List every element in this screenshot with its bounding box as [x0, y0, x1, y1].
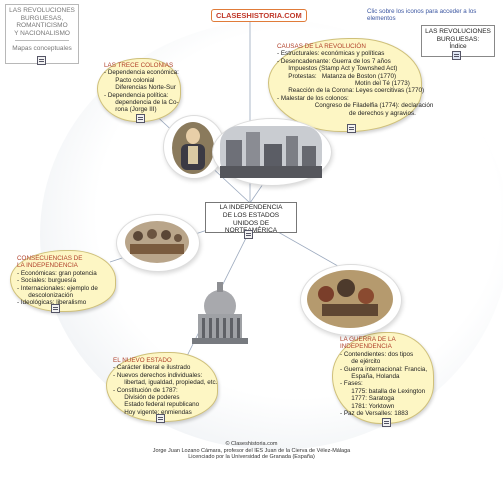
note-line: 1775: batalla de Lexington — [346, 387, 426, 395]
title-line: Y NACIONALISMO — [14, 29, 70, 37]
footer-line: Licenciado por la Universidad de Granada… — [188, 454, 315, 461]
note-line: Hoy vigente: enmiendas — [119, 408, 192, 416]
document-icon[interactable] — [156, 414, 165, 423]
note-line: Motín del Té (1773) — [327, 80, 410, 88]
note-title: LAS TRECE COLONIAS — [104, 62, 174, 69]
note-line: - Malestar de los colonos: — [277, 94, 349, 102]
note-title: LA GUERRA DE LA — [340, 336, 396, 343]
note-line: libertad, igualdad, propiedad, etc. — [119, 379, 218, 387]
note-line: Pacto colonial — [110, 76, 155, 84]
note-line: - Paz de Versalles: 1883 — [340, 410, 409, 418]
note-line: División de poderes — [119, 394, 180, 402]
title-line: ROMANTICISMO — [16, 22, 68, 30]
site-logo[interactable]: CLASESHISTORIA.COM — [211, 9, 307, 22]
note-line: - Sociales: burguesía — [17, 277, 77, 285]
note-line: Congreso de Filadelfia (1774): declaraci… — [299, 102, 434, 110]
note-line: Impuestos (Stamp Act y Townshed Act) — [283, 65, 398, 73]
cloud-guerra — [332, 332, 434, 424]
note-line: - Fases: — [340, 380, 363, 388]
center-line: DE LOS ESTADOS — [222, 211, 280, 219]
title-line: LAS REVOLUCIONES — [9, 7, 75, 14]
note-title: CAUSAS DE LA REVOLUCIÓN — [277, 43, 366, 50]
note-line: Reacción de la Corona: Leyes coercitivas… — [283, 87, 425, 95]
note-nuevo-estado: EL NUEVO ESTADO - Carácter liberal e ilu… — [113, 357, 218, 416]
document-icon[interactable] — [51, 304, 60, 313]
document-icon[interactable] — [347, 124, 356, 133]
capitol-image — [192, 282, 248, 344]
index-line: BURGUESAS: — [436, 35, 480, 43]
battle-image — [307, 270, 393, 328]
center-line: LA INDEPENDENCIA — [219, 204, 283, 211]
cloud-causas — [268, 38, 422, 132]
cloud-nuevo-estado — [106, 352, 218, 422]
note-line: Protestas: Matanza de Boston (1770) — [283, 72, 397, 80]
note-line: Diferencias Norte-Sur — [110, 84, 176, 92]
note-title: INDEPENDENCIA — [340, 343, 392, 351]
note-line: - Desencadenante: Guerra de los 7 años — [277, 57, 391, 65]
center-topic: LA INDEPENDENCIA DE LOS ESTADOS UNIDOS D… — [205, 202, 297, 234]
footer: © Claseshistoria.com Jorge Juan Lozano C… — [0, 441, 503, 461]
note-line: dependencia de la Co- — [110, 99, 179, 107]
note-causas: CAUSAS DE LA REVOLUCIÓN - Estructurales:… — [277, 43, 434, 117]
document-icon[interactable] — [136, 114, 145, 123]
note-guerra: LA GUERRA DE LA INDEPENDENCIA - Contendi… — [340, 336, 435, 417]
footer-line: Jorge Juan Lozano Cámara, profesor del I… — [152, 447, 351, 454]
index-link[interactable]: Índice — [449, 43, 467, 50]
title-line: BURGUESAS, — [20, 14, 64, 22]
note-title: CONSECUENCIAS DE — [17, 255, 83, 262]
note-title: LA INDEPENDENCIA — [17, 262, 78, 270]
note-line: 1781: Yorktown — [346, 402, 395, 410]
note-line: - Nuevos derechos individuales: — [113, 371, 203, 379]
hint-text: Clic sobre los iconos para acceder a los… — [367, 8, 477, 22]
note-line: - Constitución de 1787: — [113, 386, 178, 394]
note-trece-colonias: LAS TRECE COLONIAS - Dependencia económi… — [104, 62, 179, 114]
index-line: LAS REVOLUCIONES — [425, 28, 491, 35]
document-icon[interactable] — [382, 418, 391, 427]
note-line: - Guerra internacional: Francia, — [340, 365, 428, 373]
city-image — [220, 126, 322, 178]
note-line: - Contendientes: dos tipos — [340, 350, 414, 358]
signing-image — [125, 221, 189, 263]
title-box: LAS REVOLUCIONES BURGUESAS, ROMANTICISMO… — [5, 4, 79, 64]
note-line: - Ideológicas: liberalismo — [17, 299, 87, 307]
document-icon[interactable] — [244, 230, 253, 239]
note-line: descolonización — [23, 292, 74, 300]
note-line: - Económicas: gran potencia — [17, 269, 97, 277]
note-line: - Dependencia económica: — [104, 69, 179, 77]
index-icon[interactable] — [452, 51, 461, 60]
subtitle: Mapas conceptuales — [12, 45, 72, 53]
portrait-image — [172, 122, 214, 174]
note-line: - Carácter liberal e ilustrado — [113, 364, 191, 372]
note-title: EL NUEVO ESTADO — [113, 357, 172, 364]
note-line: - Internacionales: ejemplo de — [17, 284, 98, 292]
note-line: de ejército — [346, 358, 381, 366]
note-line: Estado federal republicano — [119, 401, 200, 409]
note-line: rona (Jorge III) — [110, 106, 157, 114]
note-line: - Estructurales: económicas y políticas — [277, 50, 385, 58]
cloud-consecuencias — [10, 250, 116, 312]
note-line: - Dependencia política: — [104, 91, 169, 99]
footer-line: © Claseshistoria.com — [225, 441, 278, 447]
note-line: España, Holanda — [346, 373, 400, 381]
document-icon[interactable] — [37, 56, 46, 65]
note-line: de derechos y agravios. — [321, 109, 416, 117]
note-line: 1777: Saratoga — [346, 395, 395, 403]
title-divider — [15, 40, 69, 42]
note-consecuencias: CONSECUENCIAS DE LA INDEPENDENCIA - Econ… — [17, 255, 113, 307]
